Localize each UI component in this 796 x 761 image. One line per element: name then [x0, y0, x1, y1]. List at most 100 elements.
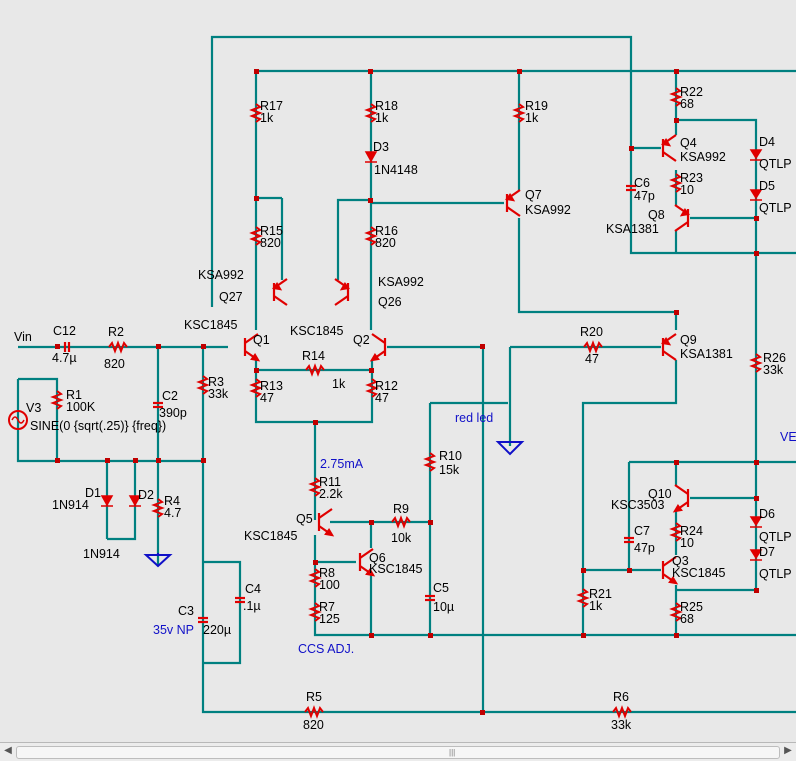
r20-label: R20 [580, 325, 603, 339]
d7-label: D7 [759, 545, 775, 559]
q9-transistor [661, 333, 677, 361]
c3-label: C3 [178, 604, 194, 618]
r7-resistor [308, 602, 322, 622]
capacitors [63, 184, 636, 624]
r21-value: 1k [589, 599, 603, 613]
r9-resistor [391, 515, 411, 529]
r24-resistor [669, 522, 683, 542]
diodes [100, 149, 763, 561]
q7-transistor [505, 189, 521, 217]
r12-label: R12 [375, 379, 398, 393]
r17-resistor [249, 103, 263, 123]
scroll-right-arrow-icon[interactable]: ▶ [784, 745, 792, 756]
ground-symbols [143, 441, 525, 568]
d5-value: QTLP [759, 201, 792, 215]
r5-resistor [304, 705, 324, 719]
q2-type: KSC1845 [290, 324, 344, 338]
r23-resistor [669, 173, 683, 193]
c2-capacitor [153, 401, 163, 409]
d3-value: 1N4148 [374, 163, 418, 177]
r22-value: 68 [680, 97, 694, 111]
r18-resistor [364, 103, 378, 123]
r15-resistor [249, 226, 263, 246]
q6-label: Q6 [369, 551, 386, 565]
ccs-adj-note: CCS ADJ. [298, 642, 355, 656]
c2-label: C2 [162, 389, 178, 403]
q4-label: Q4 [680, 136, 697, 150]
r2-label: R2 [108, 325, 124, 339]
scroll-left-arrow-icon[interactable]: ◀ [4, 745, 12, 756]
d4-label: D4 [759, 135, 775, 149]
r2-value: 820 [104, 357, 125, 371]
q1-type: KSC1845 [184, 318, 238, 332]
q8-transistor [674, 204, 690, 232]
r9-label: R9 [393, 502, 409, 516]
c7-capacitor [624, 536, 634, 544]
q27-transistor [272, 278, 288, 306]
c4-value: .1µ [243, 599, 261, 613]
r3-value: 33k [208, 387, 229, 401]
q26-transistor [334, 278, 350, 306]
r25-resistor [669, 602, 683, 622]
c5-capacitor [425, 594, 435, 602]
c3-note: 35v NP [153, 623, 194, 637]
r1-resistor [50, 390, 64, 410]
c6-capacitor [626, 184, 636, 192]
d5-label: D5 [759, 179, 775, 193]
d7-value: QTLP [759, 567, 792, 581]
q26-type: KSA992 [378, 275, 424, 289]
q1-label: Q1 [253, 333, 270, 347]
c4-label: C4 [245, 582, 261, 596]
d2-value: 1N914 [83, 547, 120, 561]
c7-value: 47p [634, 541, 655, 555]
r12-value: 47 [375, 391, 389, 405]
r11-label: R11 [319, 475, 342, 489]
r19-value: 1k [525, 111, 539, 125]
q2-label: Q2 [353, 333, 370, 347]
transistors [243, 134, 690, 585]
r18-value: 1k [375, 111, 389, 125]
r14-resistor [305, 363, 325, 377]
r8-value: 100 [319, 578, 340, 592]
q2-transistor [369, 333, 387, 362]
r1-label: R1 [66, 388, 82, 402]
r8-label: R8 [319, 566, 335, 580]
r20-value: 47 [585, 352, 599, 366]
q7-label: Q7 [525, 188, 542, 202]
schematic-canvas[interactable]: Vin C12 4.7µ R2 820 R1 100K V3 SINE(0 {s… [0, 0, 796, 742]
c3-capacitor [198, 616, 208, 624]
r24-value: 10 [680, 536, 694, 550]
scrollbar-grip[interactable]: ||| [449, 748, 456, 757]
d6-value: QTLP [759, 530, 792, 544]
r7-value: 125 [319, 612, 340, 626]
q4-transistor [661, 134, 677, 162]
d6-label: D6 [759, 507, 775, 521]
r13-label: R13 [260, 379, 283, 393]
r21-label: R21 [589, 587, 612, 601]
d2-label: D2 [138, 488, 154, 502]
r20-resistor [583, 340, 603, 354]
scrollbar-track[interactable]: ||| [16, 746, 780, 759]
r21-resistor [576, 588, 590, 608]
r5-label: R5 [306, 690, 322, 704]
r17-value: 1k [260, 111, 274, 125]
r8-resistor [308, 568, 322, 588]
r5-value: 820 [303, 718, 324, 732]
ve-net-label: VE [780, 430, 796, 444]
v3-value: SINE(0 {sqrt(.25)} {freq}) [30, 419, 167, 433]
q5-label: Q5 [296, 512, 313, 526]
c2-value: 390p [159, 406, 187, 420]
r6-value: 33k [611, 718, 632, 732]
v3-label: V3 [26, 401, 42, 415]
r11-resistor [308, 477, 322, 497]
q8-label: Q8 [648, 208, 665, 222]
q10-transistor [672, 484, 690, 513]
r26-label: R26 [763, 351, 786, 365]
r12-resistor [365, 378, 379, 398]
r13-resistor [249, 378, 263, 398]
horizontal-scrollbar[interactable]: ◀ ||| ▶ [0, 742, 796, 761]
r10-value: 15k [439, 463, 460, 477]
r18-label: R18 [375, 99, 398, 113]
r23-label: R23 [680, 171, 703, 185]
c6-value: 47p [634, 189, 655, 203]
